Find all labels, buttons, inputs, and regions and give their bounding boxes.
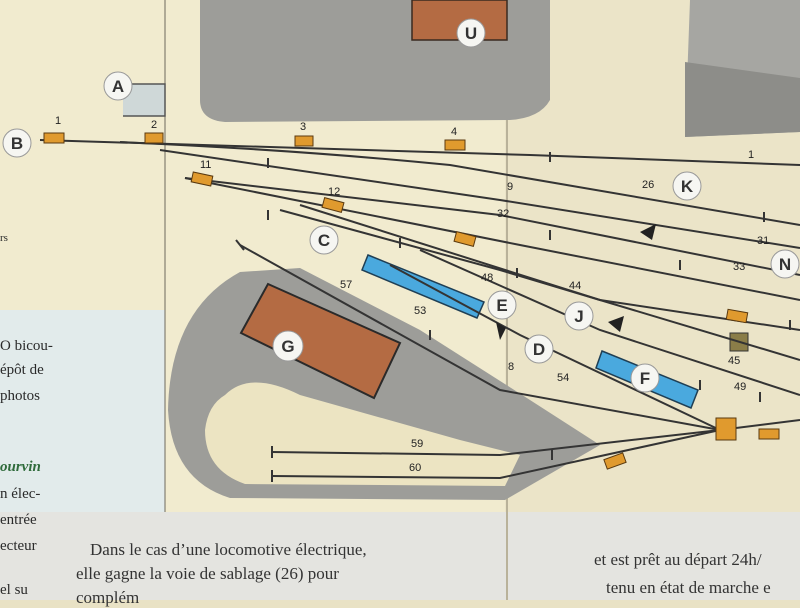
track-26 — [119, 141, 800, 226]
track-60 — [271, 429, 721, 480]
track-label: 53 — [414, 305, 426, 317]
svg-text:K: K — [681, 177, 694, 196]
track-label: 8 — [508, 361, 514, 373]
direction-arrow — [640, 224, 656, 240]
track-33 — [184, 177, 800, 301]
signal-exit — [758, 428, 780, 440]
caption-left-line: Dans le cas d’une locomotive électrique, — [90, 540, 367, 559]
marker-e: E — [487, 290, 517, 320]
track-label: 48 — [481, 272, 493, 284]
svg-text:G: G — [281, 337, 294, 356]
signal-2 — [144, 132, 164, 144]
sidebar-heading: ourvin — [0, 459, 41, 475]
track-label: 1 — [55, 115, 61, 127]
gray-area-top-right-shade — [685, 62, 800, 137]
marker-b: B — [2, 128, 32, 158]
track-54 — [389, 264, 721, 431]
svg-text:D: D — [533, 340, 545, 359]
track-label: 2 — [151, 119, 157, 131]
track-48 — [279, 209, 800, 361]
track-label: 57 — [340, 279, 352, 291]
svg-text:A: A — [112, 77, 124, 96]
inner-cream-area — [205, 382, 520, 486]
track-label: 9 — [507, 181, 513, 193]
track-31 — [159, 149, 800, 249]
svg-text:J: J — [574, 307, 583, 326]
caption-right-line: et est prêt au départ 24h/ — [594, 550, 762, 569]
track-label: 3 — [300, 121, 306, 133]
signal-4 — [444, 139, 466, 151]
caption-right-line: tenu en état de marche e — [606, 578, 771, 597]
marker-n: N — [770, 249, 800, 279]
sidebar-line: photos — [0, 388, 41, 404]
signal-12 — [321, 196, 345, 214]
track-label: 31 — [757, 235, 769, 247]
track-label: 60 — [409, 462, 421, 474]
building-g — [239, 282, 402, 400]
track-label: 32 — [497, 208, 509, 220]
marker-f: F — [630, 363, 660, 393]
track-57 — [239, 244, 721, 431]
track-label: 11 — [200, 159, 211, 171]
sidebar-line: n élec- — [0, 486, 41, 502]
marker-a: A — [103, 71, 133, 101]
marker-k: K — [672, 171, 702, 201]
signal-11 — [190, 171, 214, 187]
tracks — [39, 139, 800, 482]
svg-text:N: N — [779, 255, 791, 274]
track-label: 33 — [733, 261, 745, 273]
direction-arrow — [496, 322, 506, 340]
track-label: 59 — [411, 438, 423, 450]
sidebar-line: O bicou- — [0, 338, 53, 354]
sidebar-line: entrée — [0, 512, 37, 528]
signals — [43, 132, 780, 470]
track-label: 45 — [728, 355, 740, 367]
building-a — [123, 83, 166, 117]
track-32 — [184, 177, 800, 276]
caption-left-line: elle gagne la voie de sablage (26) pour — [76, 564, 339, 583]
sidebar-line: épôt de — [0, 362, 44, 378]
track-59 — [271, 429, 721, 457]
signal-60 — [603, 452, 627, 470]
svg-text:F: F — [640, 369, 650, 388]
buffer-57 — [235, 239, 245, 251]
marker-c: C — [309, 225, 339, 255]
signal-3 — [294, 135, 314, 147]
svg-text:C: C — [318, 231, 330, 250]
track-1 — [39, 139, 800, 166]
sidebar-line: el su — [0, 582, 28, 598]
marker-j: J — [564, 301, 594, 331]
track-label: 12 — [328, 186, 340, 198]
marker-d: D — [524, 334, 554, 364]
track-49 — [419, 249, 800, 396]
track-label: 49 — [734, 381, 746, 393]
svg-text:U: U — [465, 24, 477, 43]
track-label: 54 — [557, 372, 569, 384]
direction-arrow — [608, 316, 624, 332]
signal-junction — [715, 417, 737, 441]
track-label: 4 — [451, 126, 457, 138]
signal-44 — [725, 308, 749, 324]
signal-1 — [43, 132, 65, 144]
track-label: 1 — [748, 149, 754, 161]
sidebar-text-top: rs — [0, 232, 8, 244]
track-label: 44 — [569, 280, 581, 292]
platform-53 — [361, 254, 485, 319]
signal-32 — [453, 230, 477, 248]
svg-text:E: E — [496, 296, 507, 315]
caption-left-line: complém — [76, 588, 140, 607]
track-label: 26 — [642, 179, 654, 191]
marker-u: U — [456, 18, 486, 48]
marker-g: G — [272, 330, 304, 362]
sidebar-line: ecteur — [0, 538, 37, 554]
caption-band — [0, 512, 800, 600]
svg-text:B: B — [11, 134, 23, 153]
